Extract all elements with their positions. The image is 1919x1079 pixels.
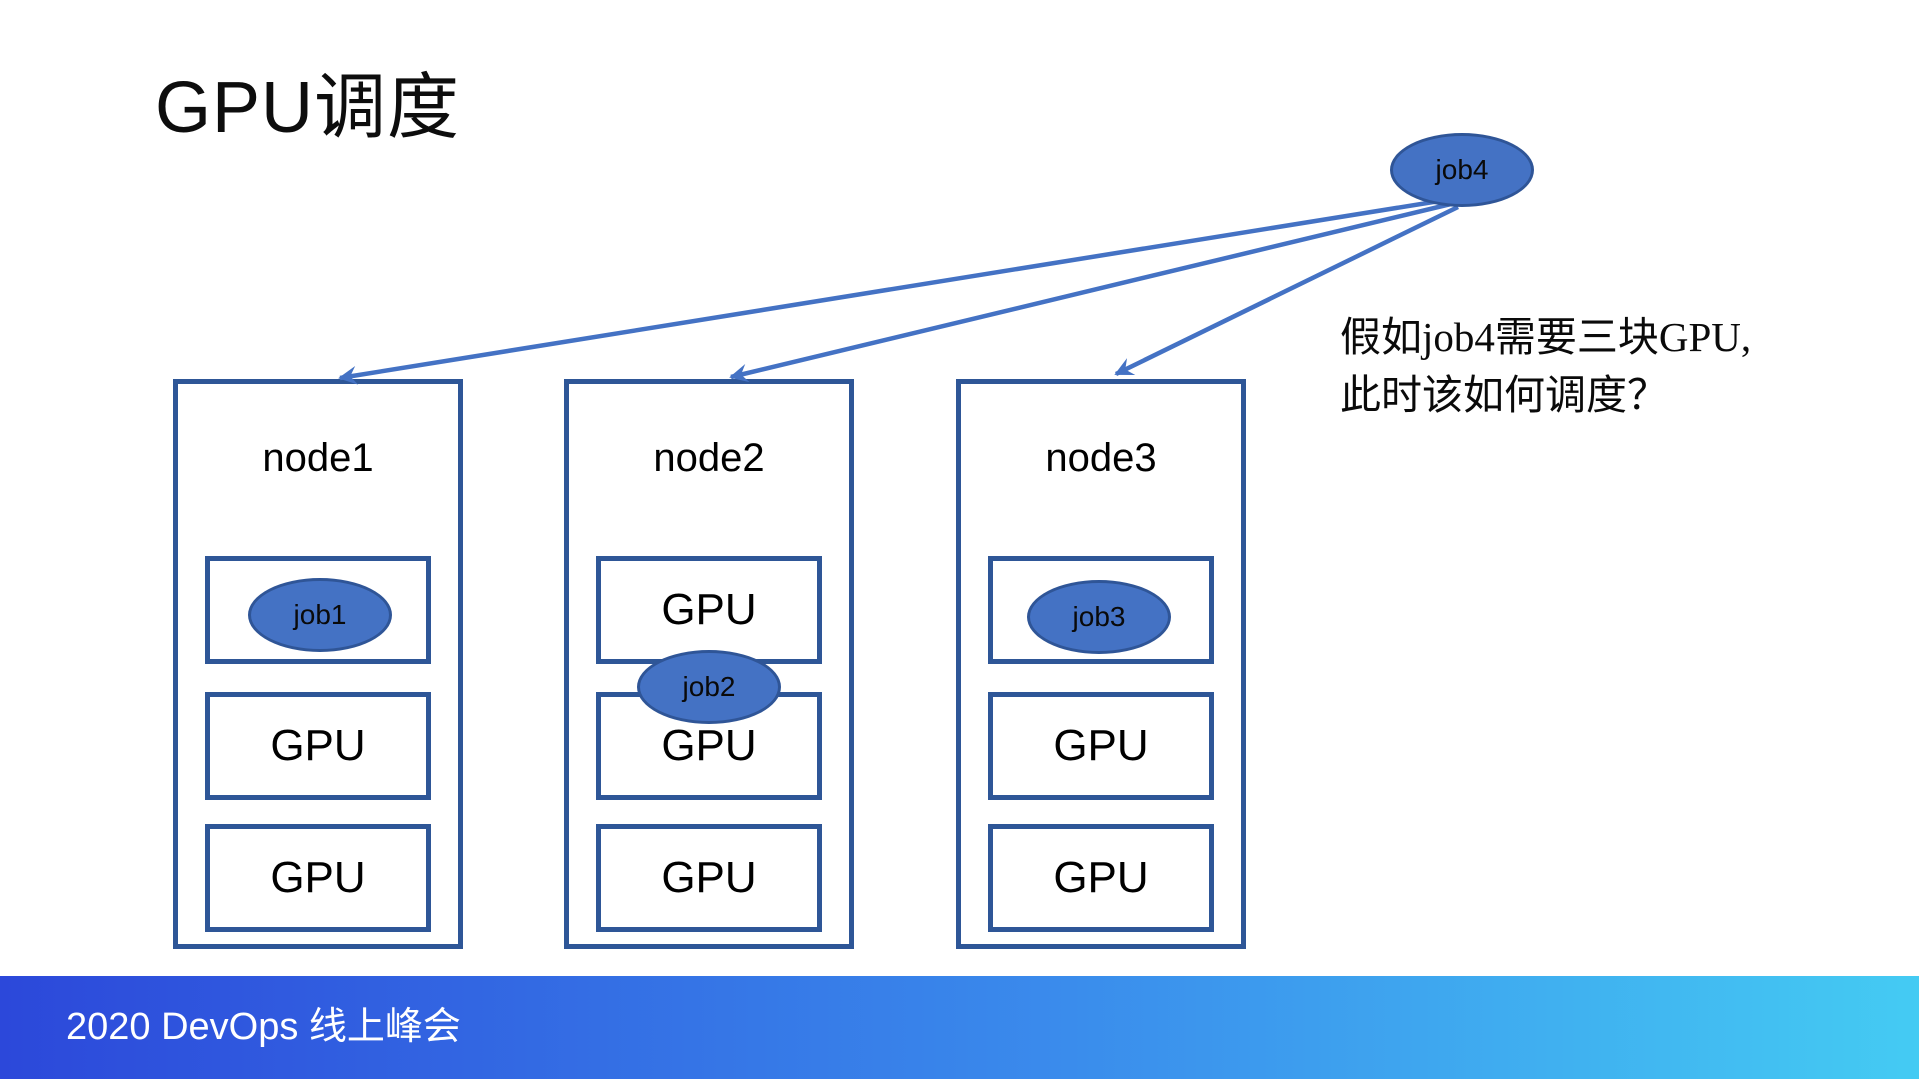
gpu-slot: GPU <box>988 824 1214 932</box>
gpu-label: GPU <box>270 721 366 770</box>
node-box-node2: node2 GPU GPU GPU <box>564 379 854 949</box>
arrow-job4-to-node1 <box>338 196 1453 385</box>
gpu-label: GPU <box>1053 721 1149 770</box>
job2-label: job2 <box>682 671 736 702</box>
job4-ellipse: job4 <box>1390 133 1534 207</box>
job1-label: job1 <box>293 599 347 630</box>
job3-ellipse: job3 <box>1027 580 1171 654</box>
gpu-label: GPU <box>661 721 757 770</box>
node-box-node1: node1 GPU GPU <box>173 379 463 949</box>
gpu-slot: GPU <box>988 692 1214 800</box>
node-label: node2 <box>653 436 765 480</box>
gpu-label: GPU <box>661 585 757 634</box>
gpu-slot: GPU <box>596 556 822 664</box>
footer-title: 2020 DevOps 线上峰会 <box>66 1006 461 1048</box>
annotation-line2: 此时该如何调度？ <box>1340 372 1668 418</box>
gpu-slot: GPU <box>205 824 431 932</box>
node-label: node1 <box>262 436 374 480</box>
gpu-label: GPU <box>270 853 366 902</box>
node-label: node3 <box>1045 436 1157 480</box>
node-box-node3: node3 GPU GPU <box>956 379 1246 949</box>
gpu-label: GPU <box>661 853 757 902</box>
job4-label: job4 <box>1435 154 1489 185</box>
gpu-slot: GPU <box>596 824 822 932</box>
gpu-label: GPU <box>1053 853 1149 902</box>
gpu-slot: GPU <box>205 692 431 800</box>
annotation-line1: 假如job4需要三块GPU, <box>1340 314 1752 360</box>
job2-ellipse: job2 <box>637 650 781 724</box>
job1-ellipse: job1 <box>248 578 392 652</box>
footer-bar: 2020 DevOps 线上峰会 <box>0 976 1919 1079</box>
annotation-text: 假如job4需要三块GPU, 此时该如何调度？ <box>1340 308 1751 424</box>
job3-label: job3 <box>1072 601 1126 632</box>
slide-title: GPU调度 <box>155 68 461 148</box>
